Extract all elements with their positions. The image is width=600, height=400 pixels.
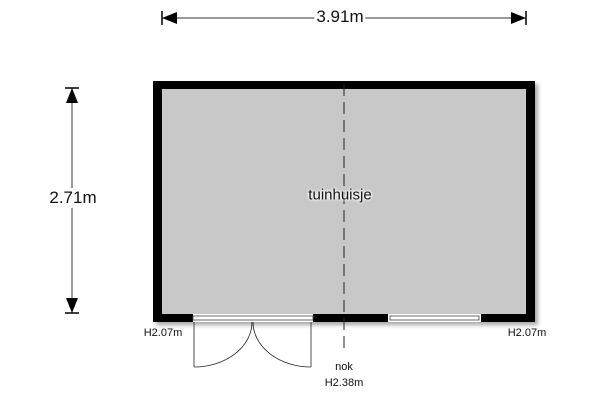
ridge-height-label: H2.38m (324, 377, 364, 389)
height-right-label: H2.07m (507, 327, 547, 339)
width-label: 3.91m (314, 7, 366, 27)
depth-label: 2.71m (47, 188, 99, 208)
ridge-label: nok (335, 361, 353, 373)
room-name: tuinhuisje (308, 186, 372, 204)
double-door (192, 314, 314, 368)
window (388, 314, 481, 322)
height-left-label: H2.07m (143, 327, 183, 339)
